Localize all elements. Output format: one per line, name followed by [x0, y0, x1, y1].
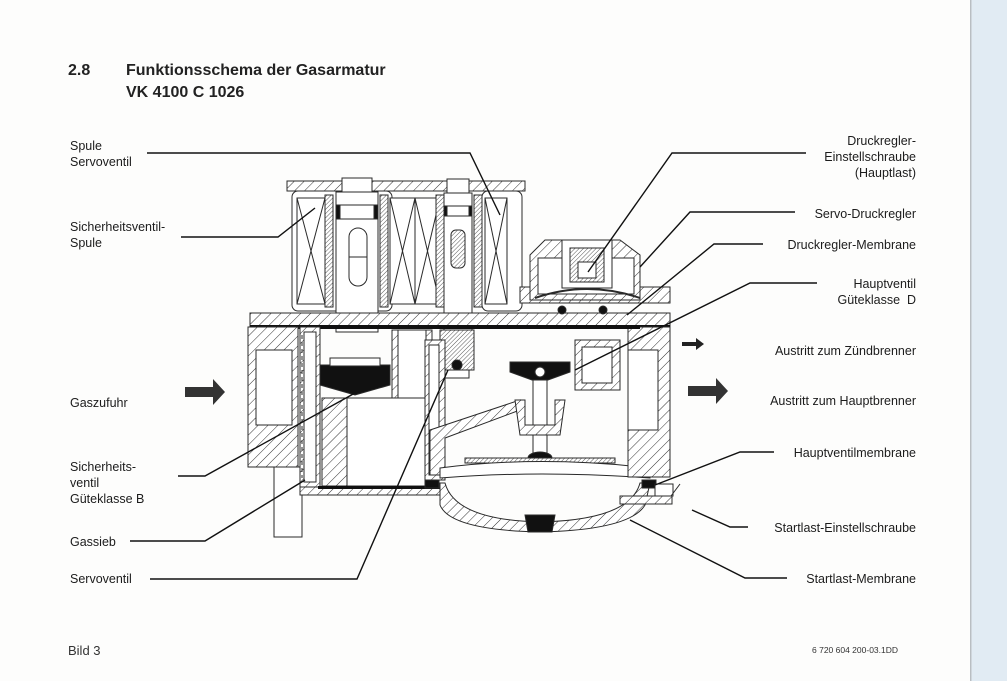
label-austritt-zuendbrenner: Austritt zum Zündbrenner: [774, 344, 916, 358]
label-hauptventilmembrane: Hauptventilmembrane: [793, 446, 916, 460]
label-sicherheitsventil-gueteklasse-b: Sicherheits- ventil Güteklasse B: [70, 460, 145, 506]
leader-lines: [130, 152, 817, 580]
label-druckregler-membrane: Druckregler-Membrane: [787, 238, 916, 252]
label-spule-servoventil: Spule Servoventil: [70, 139, 132, 169]
section-number: 2.8: [68, 62, 91, 79]
label-gassieb: Gassieb: [70, 535, 116, 549]
label-startlast-einstellschraube: Startlast-Einstellschraube: [774, 521, 916, 535]
flow-arrows: [185, 338, 728, 405]
gas-valve-diagram: [130, 152, 817, 580]
label-druckregler-einstellschraube: Druckregler- Einstellschraube (Hauptlast…: [824, 134, 916, 180]
label-sicherheitsventil-spule: Sicherheitsventil- Spule: [70, 220, 166, 250]
pilot-outlet-arrow-icon: [682, 338, 704, 350]
document-code: 6 720 604 200-03.1DD: [812, 645, 899, 655]
label-hauptventil-gueteklasse-d: Hauptventil Güteklasse D: [837, 277, 916, 307]
side-panel: [970, 0, 1007, 681]
label-servo-druckregler: Servo-Druckregler: [814, 207, 916, 221]
section-subtitle: VK 4100 C 1026: [126, 84, 245, 101]
label-gaszufuhr: Gaszufuhr: [70, 396, 128, 410]
label-servoventil: Servoventil: [70, 572, 132, 586]
valve-body: [247, 177, 681, 538]
label-startlast-membrane: Startlast-Membrane: [806, 572, 916, 586]
label-austritt-hauptbrenner: Austritt zum Hauptbrenner: [770, 394, 916, 408]
figure-caption: Bild 3: [68, 643, 101, 658]
gas-inlet-arrow-icon: [185, 379, 225, 405]
section-title: Funktionsschema der Gasarmatur: [126, 62, 386, 79]
main-outlet-arrow-icon: [688, 378, 728, 404]
document-page: 2.8 Funktionsschema der Gasarmatur VK 41…: [68, 62, 916, 658]
